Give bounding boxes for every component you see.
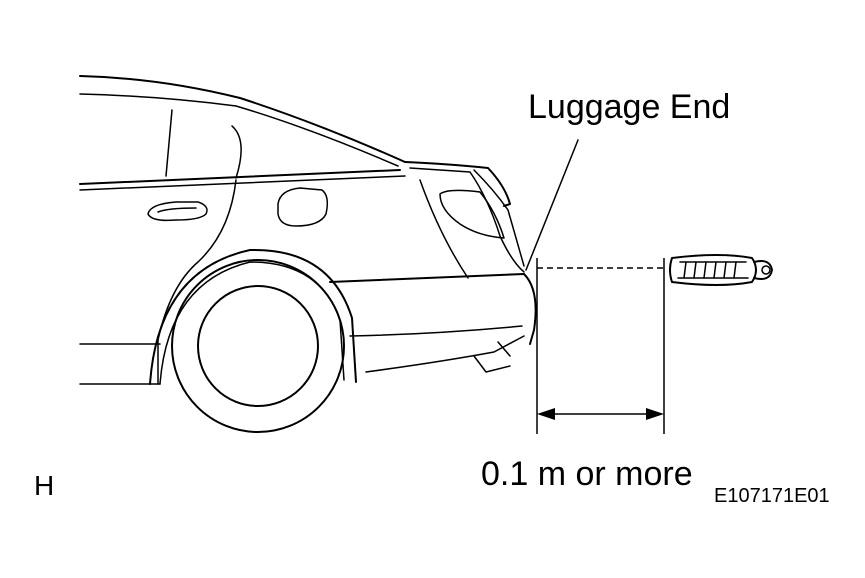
wheel-arch-inner (159, 261, 345, 385)
rear-bumper-lower (349, 325, 523, 337)
rear-fender-crease (419, 179, 469, 279)
rear-bumper (329, 273, 537, 345)
car-rear-illustration (79, 75, 537, 433)
tail-lamp (439, 189, 505, 239)
rear-window (165, 109, 242, 179)
car-roof-line (79, 75, 406, 163)
belt-line-lower (79, 175, 406, 191)
trunk-lid-edge (409, 167, 525, 273)
rocker-sill (79, 343, 161, 385)
luggage-end-label: Luggage End (528, 88, 730, 126)
electrical-key-icon (669, 254, 773, 286)
wheel-arch (149, 248, 357, 385)
view-letter-label: H (34, 470, 54, 501)
rear-tire (171, 259, 345, 433)
trunk-lid (404, 161, 511, 207)
door-handle (147, 201, 208, 222)
fuel-filler-door (277, 187, 329, 227)
door-handle-recess (157, 207, 197, 213)
belt-line (79, 169, 401, 185)
figure-code-label: E107171E01 (714, 485, 830, 507)
quarter-panel (157, 179, 237, 385)
car-roof-line-inner (79, 93, 399, 167)
dimension-arrowhead-left (537, 408, 555, 420)
distance-label: 0.1 m or more (481, 455, 693, 493)
rear-wheel-rim (197, 285, 319, 407)
luggage-end-leader-line (525, 139, 579, 271)
dimension-arrowhead-right (646, 408, 664, 420)
rear-diffuser (365, 335, 525, 373)
trunk-spoiler (473, 169, 525, 267)
